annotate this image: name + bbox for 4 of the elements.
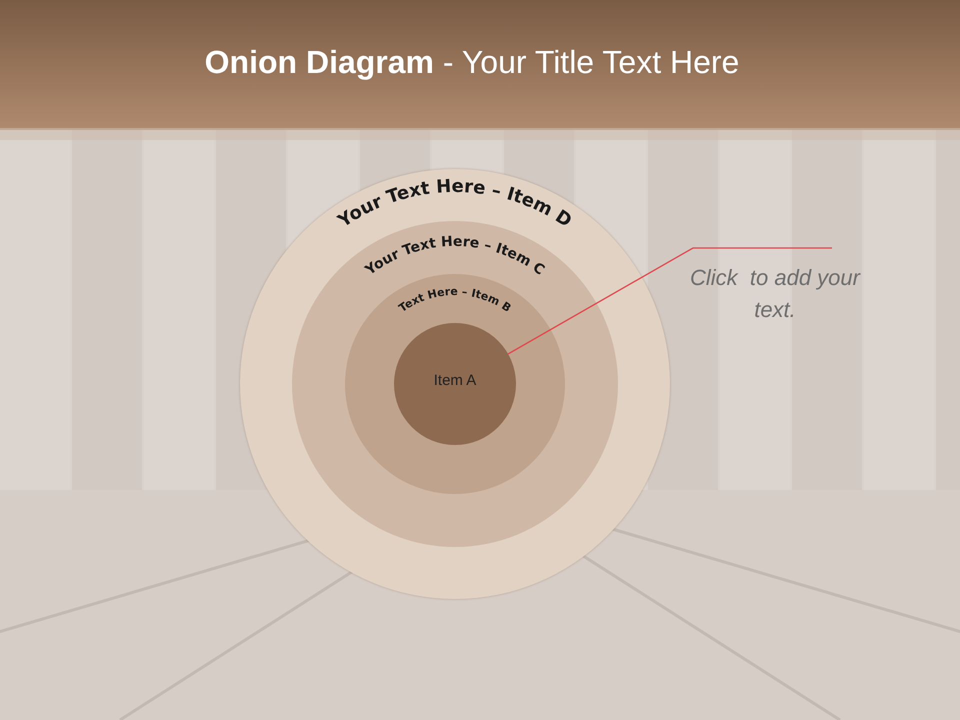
slide-title: Onion Diagram - Your Title Text Here bbox=[204, 44, 740, 81]
callout-text: Click to add your text. bbox=[690, 264, 860, 324]
leader-line bbox=[508, 247, 832, 355]
core-label: Item A bbox=[432, 372, 478, 389]
